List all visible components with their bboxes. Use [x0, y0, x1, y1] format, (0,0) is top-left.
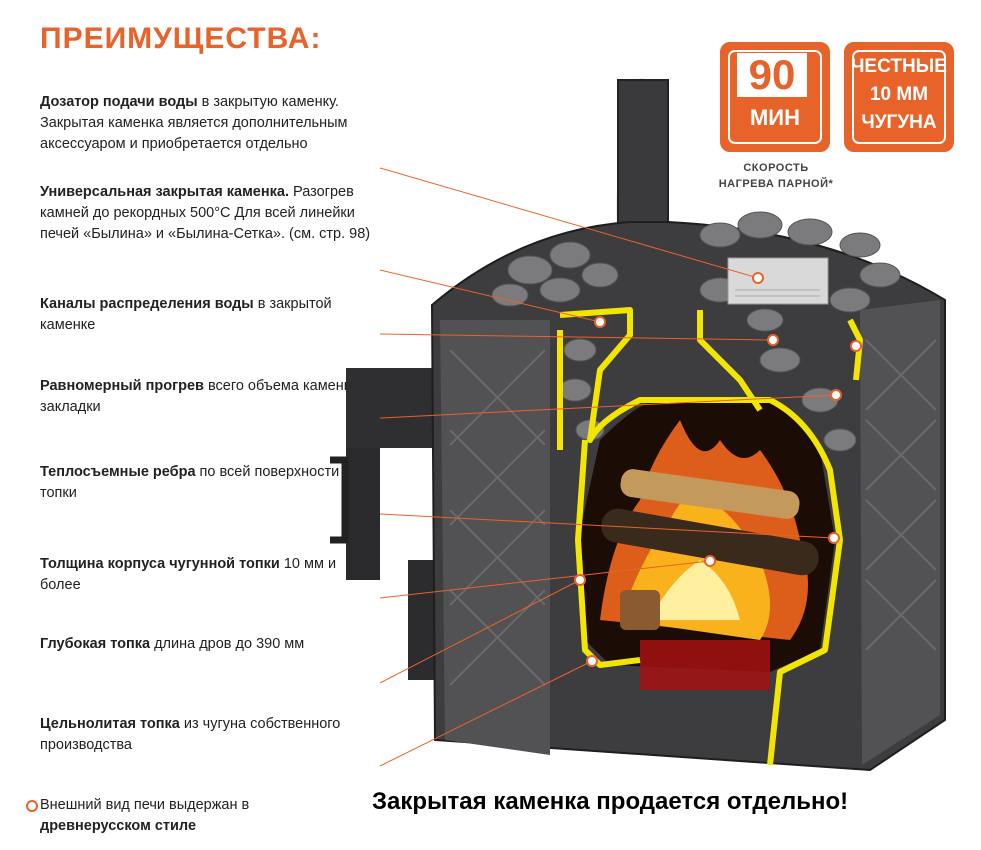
speed-value: 90 [737, 53, 807, 97]
speed-caption: СКОРОСТЬ НАГРЕВА ПАРНОЙ* [718, 162, 834, 190]
closed-stone-box [727, 257, 829, 305]
feed-tunnel [346, 448, 380, 580]
feature-closed-stone-box: Универсальная закрытая каменка. Разогрев… [40, 184, 371, 242]
page-title: ПРЕИМУЩЕСТВА: [40, 22, 322, 55]
feature-water-dispenser: Дозатор подачи воды в закрытую каменку. … [40, 94, 348, 152]
ash-pit-glow [640, 640, 770, 690]
note-bullet-icon [26, 800, 38, 812]
style-note: Внешний вид печи выдержан в древнерусско… [40, 797, 250, 834]
feature-heat-ribs: Теплосъемные ребра по всей поверхности т… [40, 464, 340, 501]
speed-badge: 90 МИН [720, 42, 830, 152]
callout-lines [379, 167, 837, 767]
cutaway-outline [557, 307, 863, 766]
feed-door [346, 368, 436, 448]
fire-bright [650, 560, 740, 620]
speed-unit: МИН [749, 105, 801, 130]
iron-thickness-badge: ЧЕСТНЫЕ 10 ММ ЧУГУНА [844, 42, 954, 152]
sold-separately-notice: Закрытая каменка продается отдельно! [372, 788, 849, 815]
stone-box-grille [735, 289, 820, 297]
logs [601, 469, 819, 630]
feature-solid-cast: Цельнолитая топка из чугуна собственного… [40, 716, 341, 753]
callout-markers [574, 272, 862, 667]
feature-body-thickness: Толщина корпуса чугунной топки 10 мм и б… [40, 556, 337, 593]
door-handle [330, 456, 349, 544]
right-side-panel [860, 300, 940, 765]
feature-water-channels: Каналы распределения воды в закрытой кам… [40, 296, 332, 333]
lattice-pattern [449, 339, 937, 686]
feature-deep-firebox: Глубокая топка длина дров до 390 мм [40, 636, 305, 652]
feature-even-heating: Равномерный прогрев всего объема каменно… [40, 378, 368, 415]
